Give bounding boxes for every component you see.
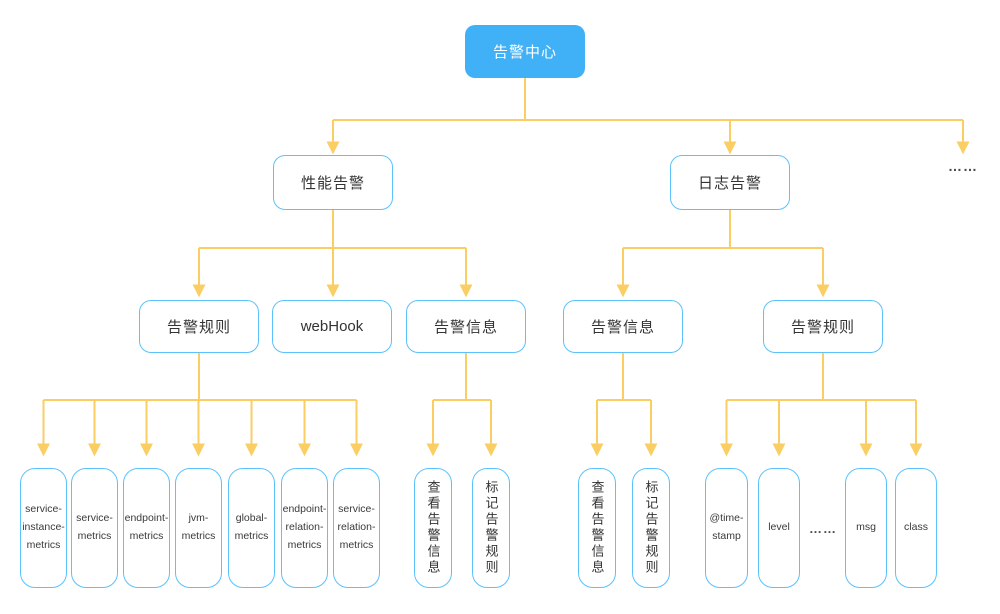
connector-info-left-to-children [426,353,498,457]
leaf-service-metrics: service-metrics [71,468,118,588]
leaf-endpoint-metrics: endpoint-metrics [123,468,170,588]
connector-log-to-children [616,210,830,298]
leaf-view-alert-info-left: 查看告警信息 [414,468,452,588]
connector-performance-to-children [192,210,473,298]
leaf-service-relation-metrics: service-relation-metrics [333,468,380,588]
node-webhook: webHook [272,300,392,353]
connector-rules-left-to-metrics [37,353,363,457]
leaf-view-alert-info-right: 查看告警信息 [578,468,616,588]
leaf-class: class [895,468,937,588]
node-alert-center: 告警中心 [465,25,585,78]
leaf-service-instance-metrics: service-instance-metrics [20,468,67,588]
node-performance-alert: 性能告警 [273,155,393,210]
node-log-alert: 日志告警 [670,155,790,210]
leaf-endpoint-relation-metrics: endpoint-relation-metrics [281,468,328,588]
connector-root-to-level2 [326,78,970,155]
leaf-msg: msg [845,468,887,588]
more-fields-ellipsis: …… [809,521,837,536]
node-alert-info-left: 告警信息 [406,300,526,353]
leaf-timestamp: @time-stamp [705,468,748,588]
connector-info-right-to-children [590,353,658,457]
node-alert-rules-left: 告警规则 [139,300,259,353]
leaf-jvm-metrics: jvm-metrics [175,468,222,588]
leaf-mark-alert-rules-right: 标记告警规则 [632,468,670,588]
node-alert-rules-right: 告警规则 [763,300,883,353]
connector-rules-right-to-fields [720,353,923,457]
node-alert-info-right: 告警信息 [563,300,683,353]
leaf-global-metrics: global-metrics [228,468,275,588]
leaf-level: level [758,468,800,588]
more-branches-ellipsis: …… [948,158,978,174]
leaf-mark-alert-rules-left: 标记告警规则 [472,468,510,588]
